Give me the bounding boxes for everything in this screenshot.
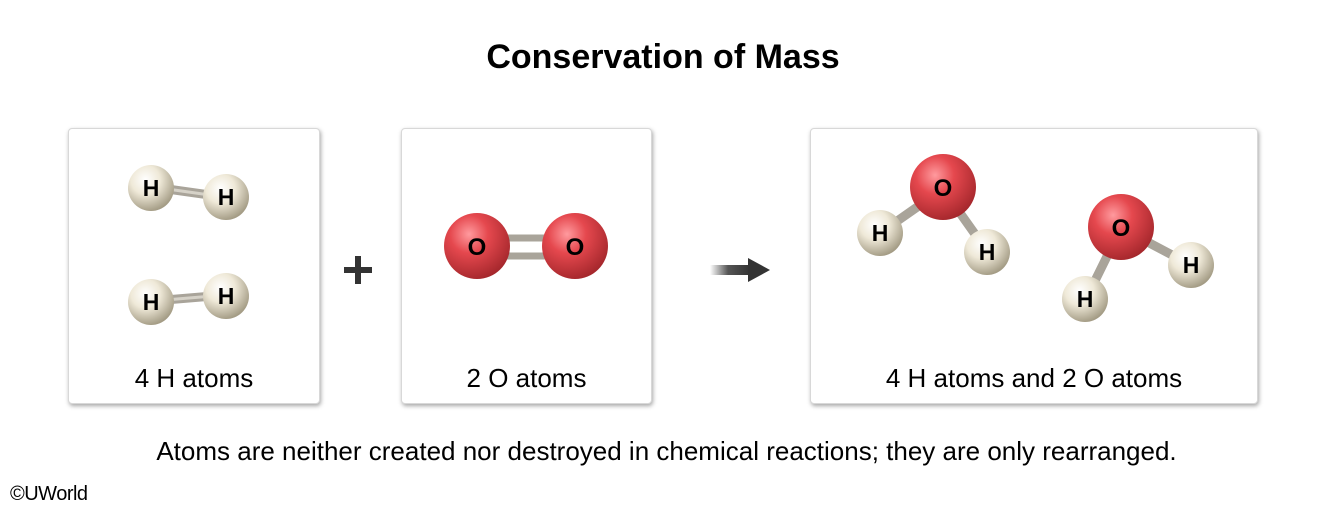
h2-molecule: H H (128, 165, 249, 220)
hydrogen-atom (128, 279, 174, 325)
atom-label: O (1112, 215, 1131, 242)
hydrogen-atom (964, 229, 1010, 275)
oxygen-atom (444, 213, 510, 279)
hydrogen-atom (857, 210, 903, 256)
h2o-molecule: O H H (1062, 194, 1214, 322)
caption: Atoms are neither created nor destroyed … (156, 436, 1177, 466)
atom-label: H (218, 283, 235, 309)
panel-label: 4 H atoms and 2 O atoms (885, 363, 1183, 393)
panel-label: 2 O atoms (466, 363, 587, 393)
oxygen-atom (910, 154, 976, 220)
plus-icon (344, 256, 372, 289)
hydrogen-atom (203, 174, 249, 220)
atom-label: H (1183, 252, 1200, 278)
atom-label: O (934, 175, 953, 202)
panel-water-molecules: O H H O H H 4 H atoms and 2 O atoms (810, 128, 1258, 404)
water-molecules-illustration: O H H O H H (857, 154, 1214, 322)
oxygen-molecule-illustration: O O (444, 213, 608, 279)
h2-molecule: H H (128, 273, 249, 325)
diagram-title: Conservation of Mass (486, 38, 840, 76)
right-arrow-icon (710, 258, 772, 287)
hydrogen-molecules-illustration: H H H H (128, 165, 249, 325)
oxygen-atom (542, 213, 608, 279)
panel-oxygen-molecule: O O 2 O atoms (401, 128, 652, 404)
oxygen-atom (1088, 194, 1154, 260)
atom-label: H (979, 239, 996, 265)
atom-label: O (468, 234, 487, 261)
atom-label: H (218, 184, 235, 210)
atom-label: H (872, 220, 889, 246)
panel-label: 4 H atoms (134, 363, 254, 393)
atom-label: O (566, 234, 585, 261)
o2-molecule: O O (444, 213, 608, 279)
atom-label: H (1077, 286, 1094, 312)
copyright-notice: ©UWorld (10, 483, 88, 505)
panel-hydrogen-molecules: H H H H 4 H atoms (68, 128, 320, 404)
hydrogen-atom (1168, 242, 1214, 288)
h2o-molecule: O H H (857, 154, 1010, 275)
atom-label: H (143, 175, 160, 201)
hydrogen-atom (203, 273, 249, 319)
atom-label: H (143, 289, 160, 315)
hydrogen-atom (128, 165, 174, 211)
hydrogen-atom (1062, 276, 1108, 322)
